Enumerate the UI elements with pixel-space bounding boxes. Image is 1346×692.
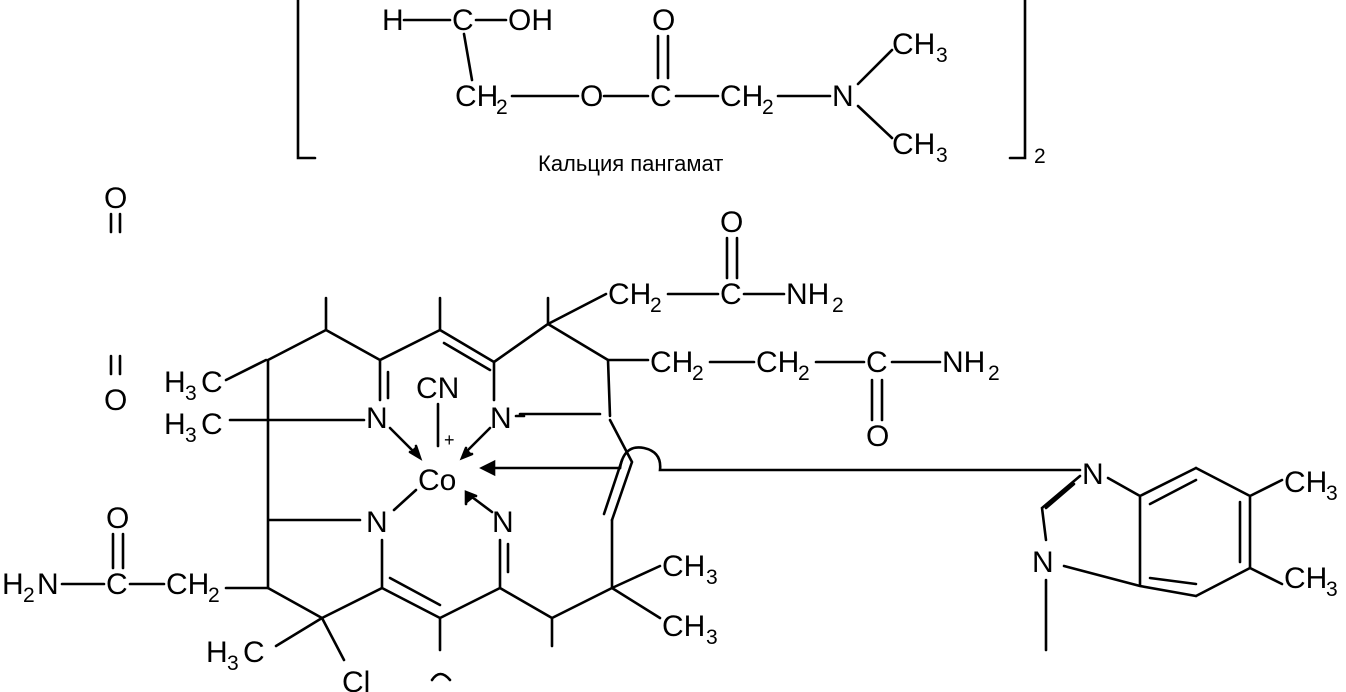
- atom-h3c-3-sub: 3: [227, 652, 239, 675]
- methine-bridge: [602, 418, 634, 522]
- bond-br-ch3-bottom: [610, 586, 662, 620]
- atom-top-nh2-sub: 2: [832, 294, 844, 317]
- atom-cl: Cl: [342, 666, 370, 692]
- atom-top-c: C: [720, 278, 742, 311]
- atom-right-nh2: NH: [942, 346, 985, 379]
- bond-c-ch2: [462, 32, 474, 82]
- atom-right-c: C: [866, 346, 888, 379]
- caption-calcium-pangamate: Кальция пангамат: [538, 151, 723, 176]
- atom-o-carbonyl: O: [652, 4, 675, 37]
- right-bracket: [1008, 0, 1027, 160]
- bond-n-ch3-top: [856, 48, 894, 86]
- atom-ch2-a-sub: 2: [496, 96, 508, 119]
- atom-h3c-1-sub: 3: [185, 382, 197, 405]
- bracket-index: 2: [1034, 145, 1046, 168]
- atom-benz-n-top: N: [1082, 458, 1104, 491]
- atom-h3c-1-c: C: [201, 366, 223, 399]
- atom-h3c-3: H: [206, 636, 228, 669]
- atom-benz-ch3-bottom: CH: [1284, 562, 1327, 595]
- atom-h3c-2-sub: 3: [185, 424, 197, 447]
- atom-o-fragment-1: O: [104, 182, 127, 215]
- atom-h3c-3-c: C: [243, 636, 265, 669]
- atom-n-ring-3: N: [366, 506, 388, 539]
- atom-left-h2n: H: [2, 568, 24, 601]
- atom-h3c-2-c: C: [201, 408, 223, 441]
- arrowhead-n1: [408, 444, 423, 461]
- benzimidazole-ring: N N CH 3 CH 3: [1032, 458, 1338, 652]
- atom-right-ch2-a: CH: [650, 346, 693, 379]
- atom-right-ch2-b: CH: [756, 346, 799, 379]
- arrowhead-n2: [459, 446, 474, 461]
- coord-bond-n2: [462, 426, 492, 456]
- imidazole-bonds: [1040, 466, 1284, 652]
- atom-right-nh2-sub: 2: [988, 362, 1000, 385]
- atom-ch3-bottom-sub: 3: [936, 144, 948, 167]
- atom-right-ch2-a-sub: 2: [692, 362, 704, 385]
- atom-benz-n-bottom: N: [1032, 546, 1054, 579]
- atom-left-o: O: [106, 502, 129, 535]
- atom-left-c: C: [106, 568, 128, 601]
- arrowhead-benzimidazole: [479, 459, 496, 477]
- bond-br-ch3-top: [610, 564, 662, 590]
- atom-top-ch2-sub: 2: [650, 294, 662, 317]
- atom-c-top: C: [452, 4, 474, 37]
- atom-br-ch3-bottom-sub: 3: [706, 626, 718, 649]
- atom-left-ch2-sub: 2: [208, 584, 220, 607]
- atom-br-ch3-bottom: CH: [662, 610, 705, 643]
- atom-benz-ch3-top: CH: [1284, 466, 1327, 499]
- atom-top-nh2: NH: [786, 278, 829, 311]
- atom-cn: CN: [416, 372, 459, 405]
- partial-ring-bottom: [430, 672, 452, 682]
- atom-oh: OH: [508, 4, 553, 37]
- atom-h3c-1: H: [164, 366, 186, 399]
- atom-n-ring-4: N: [492, 506, 514, 539]
- atom-ch3-bottom: CH: [892, 128, 935, 161]
- cyanocobalamin-structure: O O N N N N CN + Co: [2, 182, 1338, 692]
- atom-top-o: O: [720, 206, 743, 239]
- atom-h3c-2: H: [164, 408, 186, 441]
- atom-right-o: O: [866, 420, 889, 453]
- atom-o-fragment-2: O: [104, 384, 127, 417]
- charge-plus: +: [444, 430, 455, 450]
- atom-benz-ch3-top-sub: 3: [1326, 482, 1338, 505]
- ring-double-2: [442, 341, 492, 372]
- calcium-pangamate-structure: 2 H C OH CH 2 O C O CH 2 N CH 3 CH 3 Кал…: [296, 0, 1046, 176]
- atom-n-ring-1: N: [366, 402, 388, 435]
- atom-c-carbonyl: C: [650, 80, 672, 113]
- atom-ch3-top: CH: [892, 28, 935, 61]
- atom-right-ch2-b-sub: 2: [798, 362, 810, 385]
- bond-n-ch3-bottom: [856, 104, 894, 140]
- atom-left-h2n-sub: 2: [23, 584, 35, 607]
- atom-br-ch3-top-sub: 3: [706, 566, 718, 589]
- bond-h3c-1: [224, 358, 268, 382]
- atom-ch2-a: CH: [455, 80, 498, 113]
- atom-br-ch3-top: CH: [662, 550, 705, 583]
- atom-top-ch2: CH: [608, 278, 651, 311]
- atom-h: H: [382, 4, 404, 37]
- bond-crossover-loop: [618, 446, 1082, 472]
- atom-n-amine: N: [832, 80, 854, 113]
- atom-left-ch2: CH: [166, 568, 209, 601]
- atom-benz-ch3-bottom-sub: 3: [1326, 578, 1338, 601]
- bond-top-chain-1: [546, 292, 608, 326]
- atom-ch3-top-sub: 3: [936, 44, 948, 67]
- atom-ch2-b: CH: [720, 80, 763, 113]
- atom-co: Co: [418, 464, 456, 497]
- atom-left-h2n-n: N: [37, 568, 59, 601]
- atom-n-ring-2: N: [490, 402, 512, 435]
- ring-double-4: [388, 576, 442, 607]
- atom-ch2-b-sub: 2: [762, 96, 774, 119]
- atom-o-ester: O: [580, 80, 603, 113]
- coord-bond-n3: [392, 488, 418, 512]
- left-bracket: [296, 0, 317, 160]
- arrowhead-n4: [464, 490, 478, 506]
